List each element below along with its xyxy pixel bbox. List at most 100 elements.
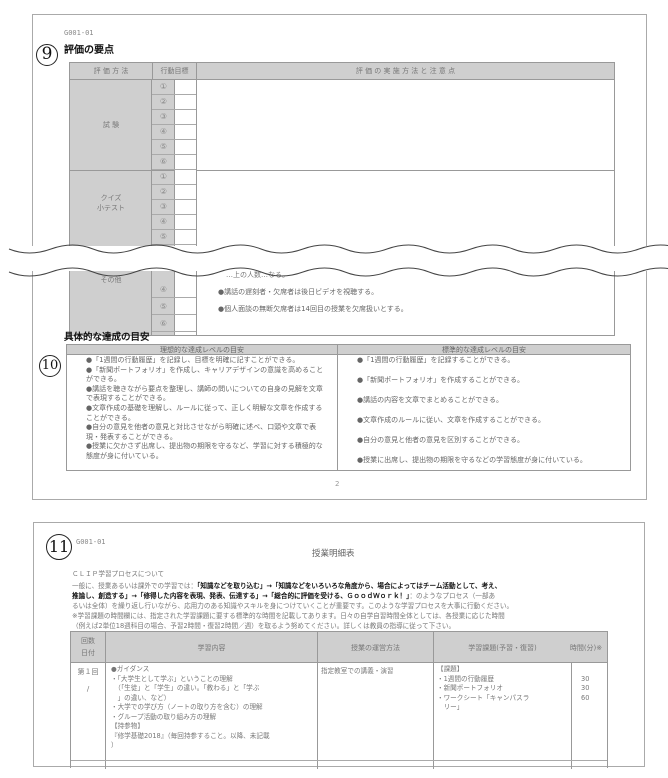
intro-paragraph: 一般に、授業あるいは課外での学習では：「知識などを取り込む」→「知識などをいろい… xyxy=(72,581,513,631)
list-item: ●文章作成の基礎を理解し、ルールに従って、正しく明解な文章を作成することができる… xyxy=(86,403,323,422)
list-item: 【持参物】 xyxy=(111,722,144,730)
target-number: ⑤ xyxy=(152,300,175,315)
target-number: ⑤ xyxy=(152,230,175,245)
list-item: ・1週間の行動履歴 xyxy=(437,674,494,683)
target-check-cell[interactable] xyxy=(175,200,196,215)
target-number: ⑥ xyxy=(152,317,175,332)
page-number: 2 xyxy=(335,480,340,488)
page-2: 11 G001-01 授業明細表 ＣＬＩＰ学習プロセスについて 一般に、授業ある… xyxy=(33,522,645,769)
method-exam: 試 験 xyxy=(102,121,120,129)
header-method: 評 価 方 法 xyxy=(93,67,129,75)
section-9-title: 評価の要点 xyxy=(64,45,114,56)
header-task: 学習課題(予習・復習) xyxy=(468,644,537,652)
list-item: ●講話の内容を文章でまとめることができる。 xyxy=(357,396,503,405)
method-other: その他 xyxy=(100,276,122,284)
header-method: 授業の運営方法 xyxy=(351,644,400,652)
list-item: 」の違い、など） xyxy=(111,693,171,702)
other-note-2: ●講話の遅刻者・欠席者は後日ビデオを視聴する。 xyxy=(218,288,379,296)
target-number: ① xyxy=(152,170,175,185)
list-item: 30 xyxy=(581,674,590,683)
process-text-1: 「知識などを取り込む」→「知識などをいろいろな角度から、場合によってはチーム活動… xyxy=(197,582,502,590)
list-item: ・「大学生として学ぶ」ということの理解 xyxy=(111,674,233,683)
process-text-2: 推論し、創造する」→「修得した内容を表現、発表、伝達する」→「総合的に評価を受け… xyxy=(72,592,410,600)
row-method: 指定教室での講義・演習 xyxy=(321,667,394,675)
target-check-cell[interactable] xyxy=(175,283,196,298)
section-10-title: 具体的な達成の目安 xyxy=(64,332,150,343)
page-1: G001-01 9 評価の要点 評 価 方 法 行動目標 評 価 の 実 施 方… xyxy=(1,14,668,500)
target-check-cell[interactable] xyxy=(175,215,196,230)
list-item: ・新聞ポートフォリオ xyxy=(437,684,503,692)
other-note-3: ●個人面談の無断欠席者は14回目の授業を欠席扱いとする。 xyxy=(218,305,408,313)
target-number: ④ xyxy=(152,283,175,298)
lesson-detail-table: 回数 日付 学習内容 授業の運営方法 学習課題(予習・復習) 時間(分)※ 第１… xyxy=(70,631,608,769)
list-item: ●授業に欠かさず出席し、提出物の期限を守るなど、学習に対する積極的な態度が身に付… xyxy=(86,442,323,460)
target-number: ③ xyxy=(152,110,175,125)
list-item: ●講話を聴きながら要点を整理し、講師の問いについての自身の見解を文章で表現するこ… xyxy=(86,384,323,403)
list-item: ●授業に出席し、提出物の期限を守るなどの学習態度が身に付いている。 xyxy=(357,456,587,465)
target-check-cell[interactable] xyxy=(175,110,196,125)
evaluation-table: 評 価 方 法 行動目標 評 価 の 実 施 方 法 と 注 意 点 試 験 ク… xyxy=(69,62,615,336)
list-item: ・グループ活動の取り組み方の理解 xyxy=(111,712,217,721)
ideal-header: 理想的な達成レベルの目安 xyxy=(160,346,244,354)
list-item: 30 xyxy=(581,684,590,692)
target-check-cell[interactable] xyxy=(175,80,196,95)
section-10-marker: 10 xyxy=(39,355,61,377)
header-date: 日付 xyxy=(81,649,95,657)
list-item: ・ワークシート「キャンパスラ xyxy=(437,693,530,702)
target-number: ⑥ xyxy=(152,155,175,170)
row-task: 【課題】・1週間の行動履歴・新聞ポートフォリオ・ワークシート「キャンパスラ リー… xyxy=(437,665,529,713)
list-item xyxy=(581,665,589,675)
method-quiz: クイズ 小テスト xyxy=(97,194,125,212)
list-item: ●「新聞ポートフォリオ」を作成し、キャリアデザインの意識を高めることができる。 xyxy=(86,365,324,384)
list-item: ・大学での学び方（ノートの取り方を含む）の理解 xyxy=(111,703,263,711)
intro-text-3: るいは全体）を繰り返し行いながら、応用力のある知識やスキルを身につけていくことが… xyxy=(72,602,514,610)
other-note-1: …上の人数…なる。 xyxy=(226,271,289,279)
document-code: G001-01 xyxy=(76,538,106,546)
header-target: 行動目標 xyxy=(152,63,196,80)
target-check-cell[interactable] xyxy=(175,185,196,200)
header-notes: 評 価 の 実 施 方 法 と 注 意 点 xyxy=(196,63,614,80)
row-date: / xyxy=(86,685,90,693)
list-item: 『修学基礎2018』（毎回持参すること。以降、未記載 xyxy=(111,731,270,740)
page-title: 授業明細表 xyxy=(312,549,355,559)
list-item: ●「新聞ポートフォリオ」を作成することができる。 xyxy=(357,376,524,385)
target-check-cell[interactable] xyxy=(175,155,196,170)
target-check-cell[interactable] xyxy=(175,170,196,185)
list-item: ●自分の意見と他者の意見を区別することができる。 xyxy=(357,436,524,445)
target-number: ① xyxy=(152,80,175,95)
intro-text: 一般に、授業あるいは課外での学習では： xyxy=(72,582,198,590)
target-number: ③ xyxy=(152,200,175,215)
intro-text-2: ：のようなプロセス（一部あ xyxy=(409,592,496,600)
standard-header: 標準的な達成レベルの目安 xyxy=(442,346,526,354)
target-check-cell[interactable] xyxy=(175,95,196,110)
target-check-cell[interactable] xyxy=(175,125,196,140)
list-item: 60 xyxy=(581,693,590,702)
ideal-goals-list: ●「1週間の行動履歴」を記録し、目標を明確に記すことができる。●「新聞ポートフォ… xyxy=(86,356,326,462)
list-item: ●自分の意見を他者の意見と対比させながら明確に述べ、口頭や文章で表現・発表するこ… xyxy=(86,423,317,441)
achievement-goals-table: 理想的な達成レベルの目安 標準的な達成レベルの目安 ●「1週間の行動履歴」を記録… xyxy=(66,344,631,471)
row-round: 第１回 xyxy=(77,668,99,676)
target-number: ④ xyxy=(152,125,175,140)
row-content: ●ガイダンス・「大学生として学ぶ」ということの理解 （「生徒」と「学生」の違い。… xyxy=(111,665,270,751)
clip-heading: ＣＬＩＰ学習プロセスについて xyxy=(72,570,165,578)
time-note-1: ※学習課題の時間欄には、指定された学習課題に要する標準的な時間を記載してあります… xyxy=(72,612,505,620)
header-content: 学習内容 xyxy=(197,644,226,652)
list-item: ●「1週間の行動履歴」を記録し、目標を明確に記すことができる。 xyxy=(86,356,300,364)
list-item: 【課題】 xyxy=(437,665,464,673)
list-item: ●「1週間の行動履歴」を記録することができる。 xyxy=(357,356,515,364)
target-number: ④ xyxy=(152,215,175,230)
section-11-marker: 11 xyxy=(46,534,72,560)
list-item: リー」 xyxy=(437,703,464,711)
target-number: ② xyxy=(152,95,175,110)
time-note-2: （例えば2単位18週科目の場合、予習2時間・復習2時間／週）を取るよう努めてくだ… xyxy=(72,622,456,630)
list-item: （「生徒」と「学生」の違い。「教わる」と「学ぶ xyxy=(111,684,260,692)
header-round: 回数 xyxy=(81,637,95,645)
target-check-cell[interactable] xyxy=(175,317,196,332)
target-check-cell[interactable] xyxy=(175,230,196,245)
page-break-wave xyxy=(1,244,668,277)
list-item: ●ガイダンス xyxy=(111,665,150,673)
header-time: 時間(分)※ xyxy=(569,644,603,652)
target-check-cell[interactable] xyxy=(175,300,196,315)
target-check-cell[interactable] xyxy=(175,140,196,155)
